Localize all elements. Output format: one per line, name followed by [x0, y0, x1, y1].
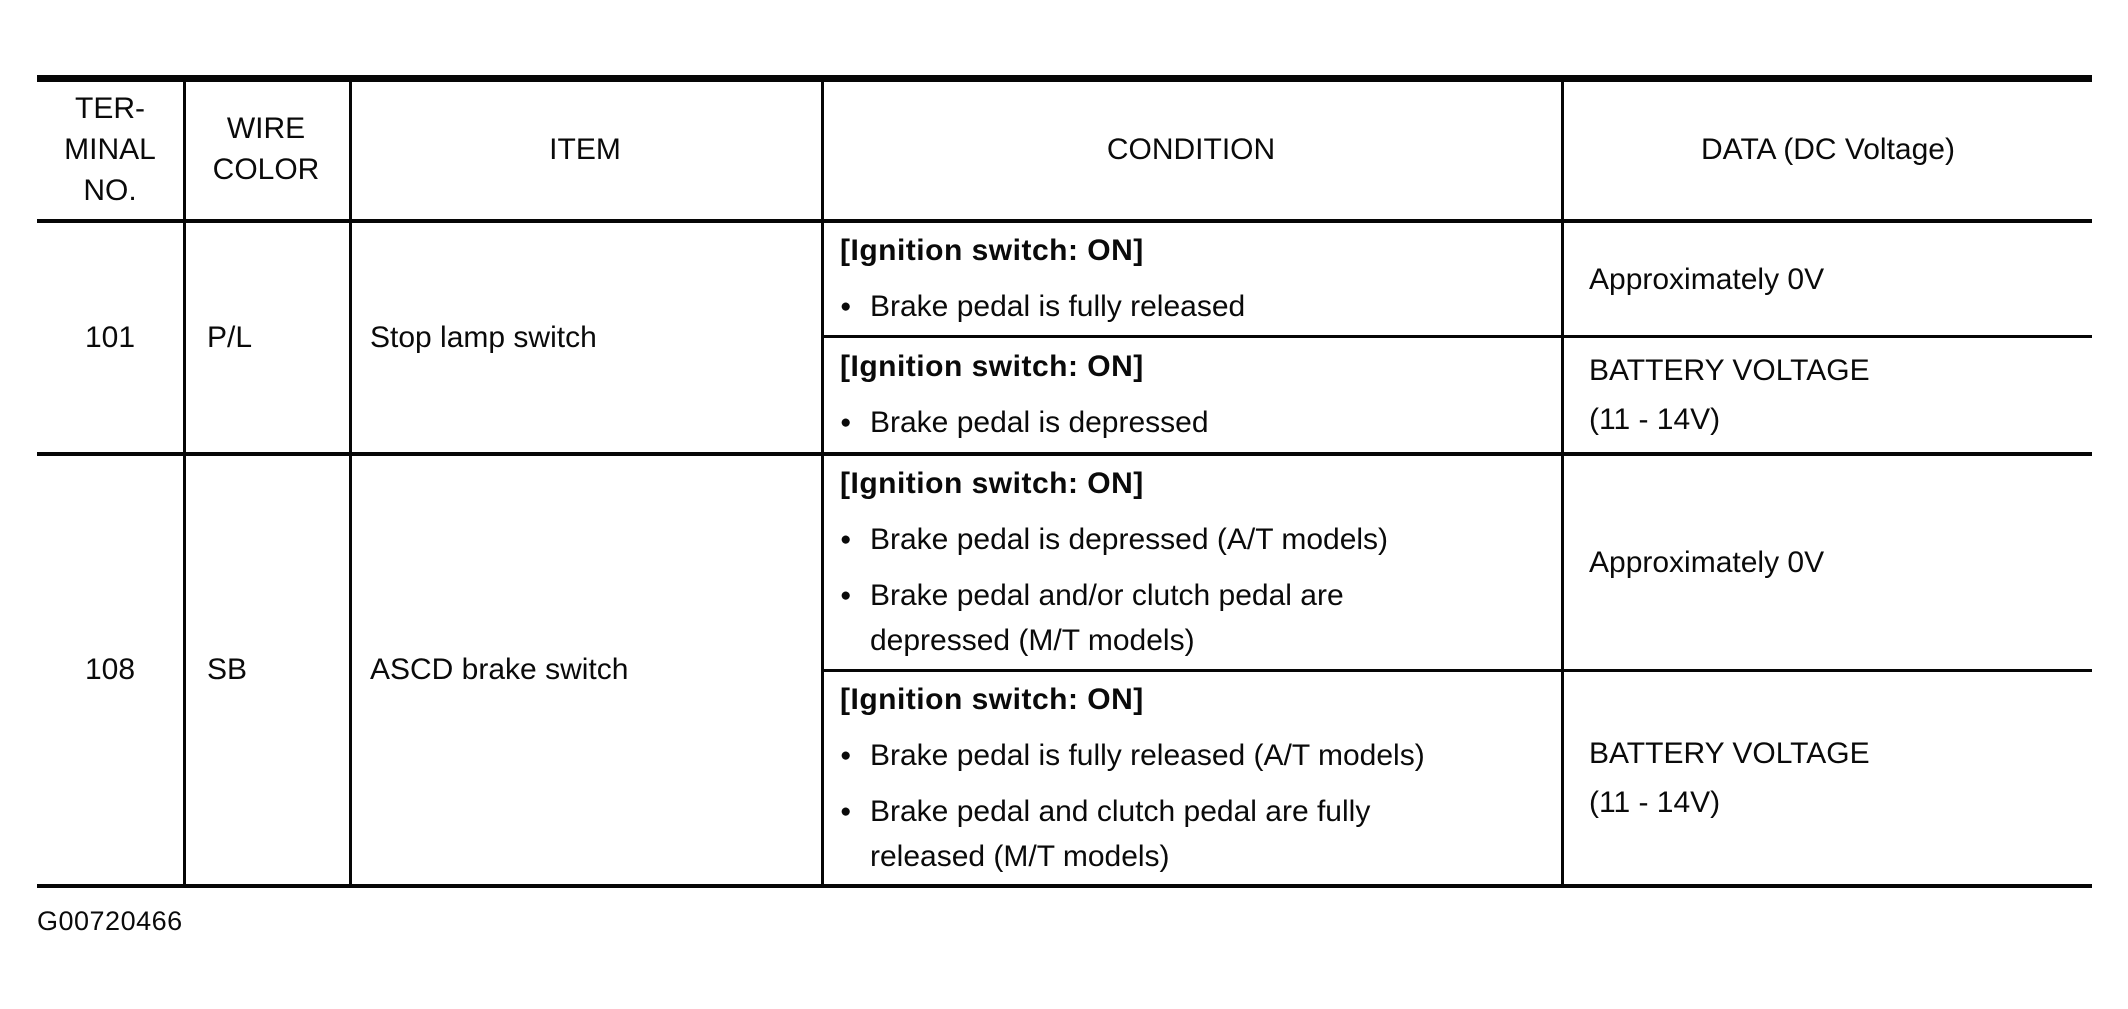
header-condition: CONDITION: [824, 82, 1558, 216]
data-value-line: BATTERY VOLTAGE: [1589, 354, 1870, 387]
header-item-label: ITEM: [549, 132, 621, 166]
condition-108-released: [Ignition switch: ON] ● Brake pedal is f…: [824, 672, 1558, 884]
bullet-icon: ●: [840, 529, 852, 550]
condition-bullet-line: Brake pedal is depressed: [870, 406, 1209, 439]
condition-bullet-line: Brake pedal is fully released (A/T model…: [870, 738, 1425, 772]
cell-wire-color-108: SB: [186, 456, 346, 884]
header-data-label: DATA (DC Voltage): [1701, 132, 1955, 166]
cell-item-108: ASCD brake switch: [352, 456, 818, 884]
item-101: Stop lamp switch: [370, 320, 597, 354]
data-108-depressed: Approximately 0V: [1564, 456, 2092, 669]
column-divider-terminal-wire: [183, 75, 186, 888]
condition-bullet-line: Brake pedal and clutch pedal are fully: [870, 794, 1371, 828]
figure-id-label: G00720466: [37, 906, 183, 936]
wire-color-101: P/L: [207, 320, 253, 354]
condition-bullet: ● Brake pedal and/or clutch pedal are de…: [840, 573, 1550, 663]
bullet-icon: ●: [840, 800, 852, 822]
condition-bullet-line: released (M/T models): [870, 839, 1170, 873]
data-value-line: BATTERY VOLTAGE: [1589, 737, 1870, 770]
data-108-released: BATTERY VOLTAGE (11 - 14V): [1564, 672, 2092, 884]
condition-101-depressed: [Ignition switch: ON] ● Brake pedal is d…: [824, 338, 1558, 452]
data-value-line: Approximately 0V: [1589, 546, 1825, 579]
header-terminal-line2: MINAL: [64, 132, 156, 166]
condition-bullet-line: Brake pedal is fully released: [870, 290, 1246, 323]
bullet-icon: ●: [840, 585, 852, 606]
header-wire-line1: WIRE: [226, 112, 306, 145]
condition-bullet-line: Brake pedal and/or clutch pedal are: [870, 579, 1344, 612]
ignition-state-label: [Ignition switch: ON]: [840, 234, 1144, 267]
data-value-line: (11 - 14V): [1589, 786, 1721, 819]
header-separator-line: [37, 219, 2092, 223]
data-101-depressed: BATTERY VOLTAGE (11 - 14V): [1564, 338, 2092, 452]
data-101-released: Approximately 0V: [1564, 223, 2092, 335]
header-condition-label: CONDITION: [1106, 132, 1276, 166]
header-wire-color: WIRE COLOR: [186, 82, 346, 216]
cell-wire-color-101: P/L: [186, 223, 346, 452]
data-value-line: (11 - 14V): [1589, 403, 1721, 436]
cell-terminal-101: 101: [37, 223, 183, 452]
wire-color-108: SB: [207, 653, 248, 686]
item-108: ASCD brake switch: [370, 653, 629, 686]
header-data: DATA (DC Voltage): [1564, 82, 2092, 216]
row-separator-line: [37, 452, 2092, 456]
cell-terminal-108: 108: [37, 456, 183, 884]
terminal-number-108: 108: [84, 653, 136, 686]
condition-bullet-line: depressed (M/T models): [870, 624, 1195, 657]
condition-bullet: ● Brake pedal is fully released: [840, 284, 1550, 329]
condition-bullet: ● Brake pedal is depressed: [840, 400, 1550, 445]
header-terminal-line1: TER-: [75, 91, 145, 125]
ignition-state-label: [Ignition switch: ON]: [840, 350, 1144, 383]
table-bottom-border: [37, 884, 2092, 888]
subrow-separator-101: [821, 335, 2092, 338]
column-divider-condition-data: [1561, 75, 1564, 888]
header-terminal-line3: NO.: [83, 173, 137, 207]
ignition-state-label: [Ignition switch: ON]: [840, 467, 1144, 500]
column-divider-wire-item: [349, 75, 352, 888]
header-terminal-no: TER- MINAL NO.: [37, 82, 183, 216]
condition-bullet: ● Brake pedal is depressed (A/T models): [840, 517, 1550, 562]
bullet-icon: ●: [840, 296, 852, 317]
terminal-number-101: 101: [84, 320, 136, 354]
condition-bullet: ● Brake pedal and clutch pedal are fully…: [840, 789, 1550, 879]
condition-108-depressed: [Ignition switch: ON] ● Brake pedal is d…: [824, 456, 1558, 669]
header-item: ITEM: [352, 82, 818, 216]
column-divider-item-condition: [821, 75, 824, 888]
bullet-icon: ●: [840, 412, 852, 433]
subrow-separator-108: [821, 669, 2092, 672]
bullet-icon: ●: [840, 744, 852, 766]
ignition-state-label: [Ignition switch: ON]: [840, 682, 1144, 716]
table-top-border: [37, 75, 2092, 82]
condition-101-released: [Ignition switch: ON] ● Brake pedal is f…: [824, 223, 1558, 335]
condition-bullet: ● Brake pedal is fully released (A/T mod…: [840, 733, 1550, 778]
header-wire-line2: COLOR: [212, 153, 320, 186]
cell-item-101: Stop lamp switch: [352, 223, 818, 452]
data-value-line: Approximately 0V: [1589, 262, 1825, 296]
condition-bullet-line: Brake pedal is depressed (A/T models): [870, 523, 1389, 556]
